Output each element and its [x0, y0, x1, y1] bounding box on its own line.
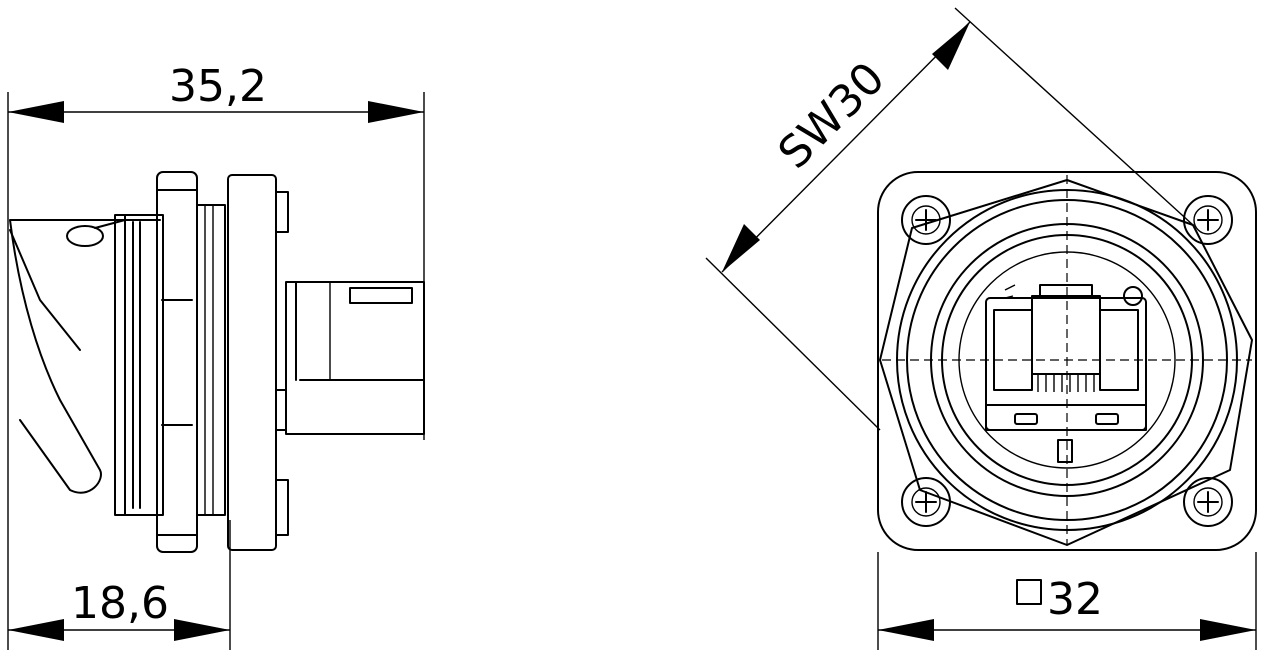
square-symbol-icon [1016, 579, 1042, 605]
mounting-screw-icon [901, 477, 951, 527]
front-view [877, 171, 1257, 551]
mounting-screw-icon [1183, 477, 1233, 527]
dimension-label-front-depth: 18,6 [71, 578, 169, 629]
mounting-screw-icon [1183, 195, 1233, 245]
side-view [7, 92, 425, 650]
rj45-socket-icon [985, 284, 1147, 463]
dimension-overall-length: 35,2 [8, 61, 424, 123]
dimension-label-flange-square: 32 [1047, 574, 1103, 625]
dimension-flange-square: 32 [877, 552, 1257, 650]
dimension-label-overall-length: 35,2 [169, 61, 267, 112]
dimension-label-wrench-size: SW30 [769, 53, 895, 179]
dimension-front-depth: 18,6 [8, 578, 230, 641]
